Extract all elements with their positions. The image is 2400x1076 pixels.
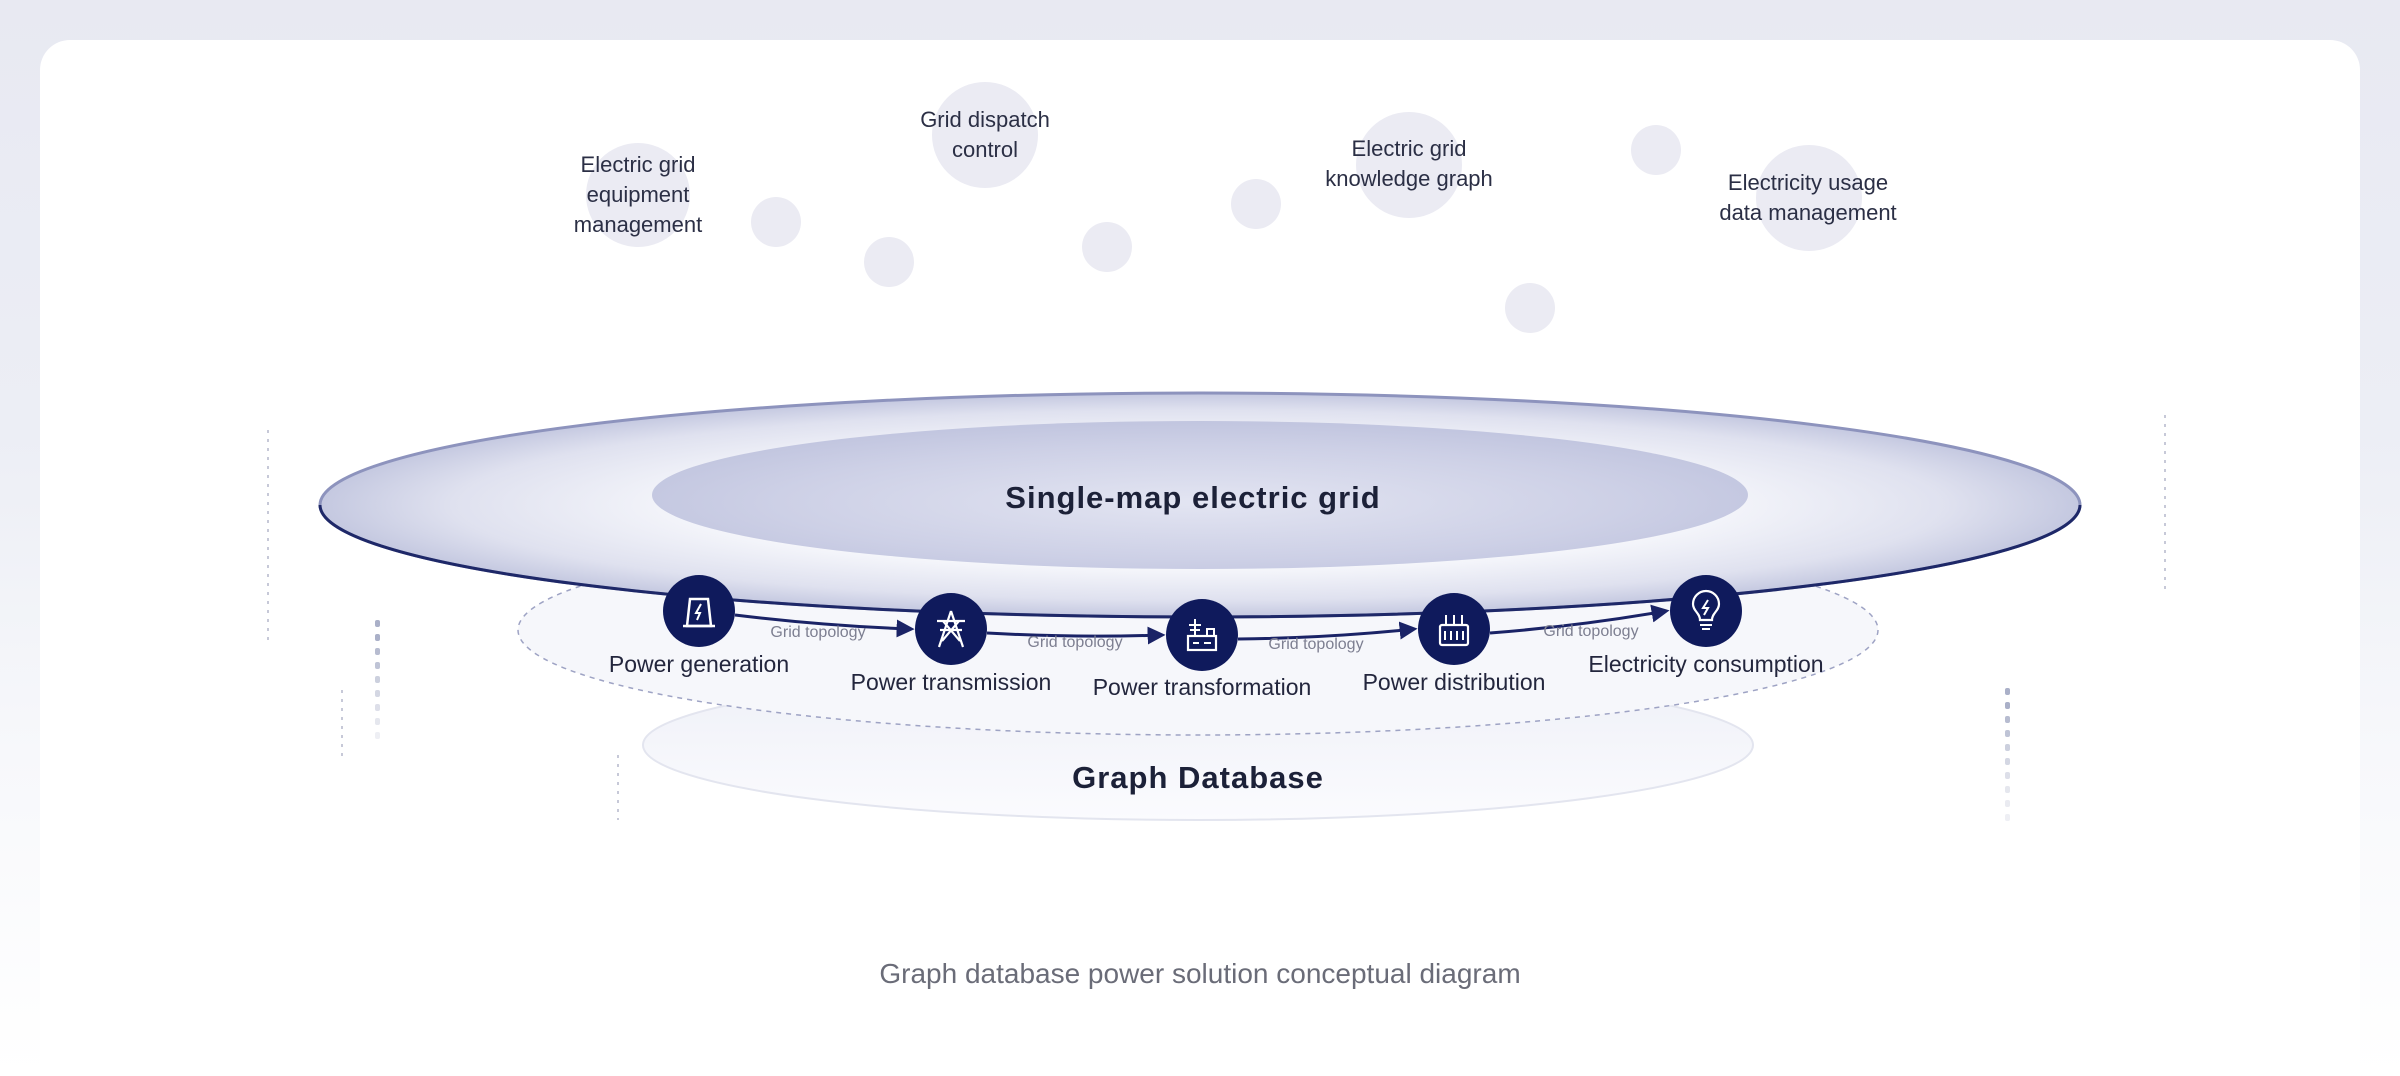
bubble	[864, 237, 914, 287]
stem-equipment-management	[586, 143, 690, 545]
edge-label-topology-4: Grid topology	[1543, 623, 1639, 640]
stage-node-circle	[663, 575, 735, 647]
application-label-equipment-management: Electric grid equipment management	[573, 152, 703, 237]
stage-label-power-transformation: Power transformation	[1092, 674, 1312, 700]
decorative-dots-right	[2005, 688, 2010, 821]
bubble	[586, 143, 690, 247]
grid-topology-edges	[734, 604, 1670, 645]
single-map-grid-title: Single-map electric grid	[1005, 480, 1381, 515]
diagram-caption: Graph database power solution conceptual…	[879, 958, 1521, 989]
stem-small-3	[1082, 222, 1132, 420]
bubble	[932, 82, 1038, 188]
stage-node-1	[663, 575, 735, 647]
stage-label-power-distribution: Power distribution	[1362, 669, 1546, 695]
substation-icon	[1186, 619, 1218, 652]
stem-dispatch-control	[932, 82, 1038, 440]
topology-edge	[1237, 621, 1418, 641]
edge-label-topology-3: Grid topology	[1268, 636, 1364, 653]
topology-edge	[986, 626, 1166, 645]
edge-label-topology-1: Grid topology	[770, 624, 866, 641]
graph-database-title: Graph Database	[1072, 760, 1324, 795]
stage-label-electricity-consumption: Electricity consumption	[1588, 651, 1824, 677]
topology-edge	[734, 613, 915, 638]
stem-small-1	[751, 197, 801, 470]
power-plant-icon	[683, 597, 715, 628]
stage-node-5	[1670, 575, 1742, 647]
topology-edge	[1489, 604, 1670, 635]
decorative-dots-left	[375, 620, 380, 739]
application-stems	[586, 82, 1862, 565]
bubble	[1756, 145, 1862, 251]
bubble	[1231, 179, 1281, 229]
bubble	[1631, 125, 1681, 175]
stem-usage-data-management	[1756, 145, 1862, 565]
decorative-dotted-lines	[267, 415, 2166, 820]
lightbulb-icon	[1691, 589, 1721, 630]
stage-nodes	[663, 575, 1742, 671]
stem-knowledge-graph	[1356, 112, 1462, 530]
application-label-dispatch-control: Grid dispatch control	[920, 107, 1050, 162]
stem-small-4	[1231, 179, 1281, 420]
bubble	[1505, 283, 1555, 333]
stage-node-3	[1166, 599, 1238, 671]
inner-platform-ellipse	[652, 421, 1748, 569]
stage-node-circle	[1418, 593, 1490, 665]
distribution-box-icon	[1438, 615, 1470, 647]
application-label-knowledge-graph: Electric grid knowledge graph	[1325, 136, 1493, 191]
bubble	[1356, 112, 1462, 218]
stem-small-5	[1505, 283, 1555, 550]
transmission-tower-icon	[937, 610, 965, 648]
edge-label-topology-2: Grid topology	[1027, 634, 1123, 651]
application-label-usage-data-management: Electricity usage data management	[1719, 170, 1897, 225]
stage-node-2	[915, 593, 987, 665]
bubble	[751, 197, 801, 247]
stem-small-2	[864, 237, 914, 552]
stage-label-power-generation: Power generation	[608, 651, 790, 677]
stem-small-6	[1631, 125, 1681, 497]
stage-node-4	[1418, 593, 1490, 665]
stage-label-power-transmission: Power transmission	[850, 669, 1052, 695]
bubble	[1082, 222, 1132, 272]
